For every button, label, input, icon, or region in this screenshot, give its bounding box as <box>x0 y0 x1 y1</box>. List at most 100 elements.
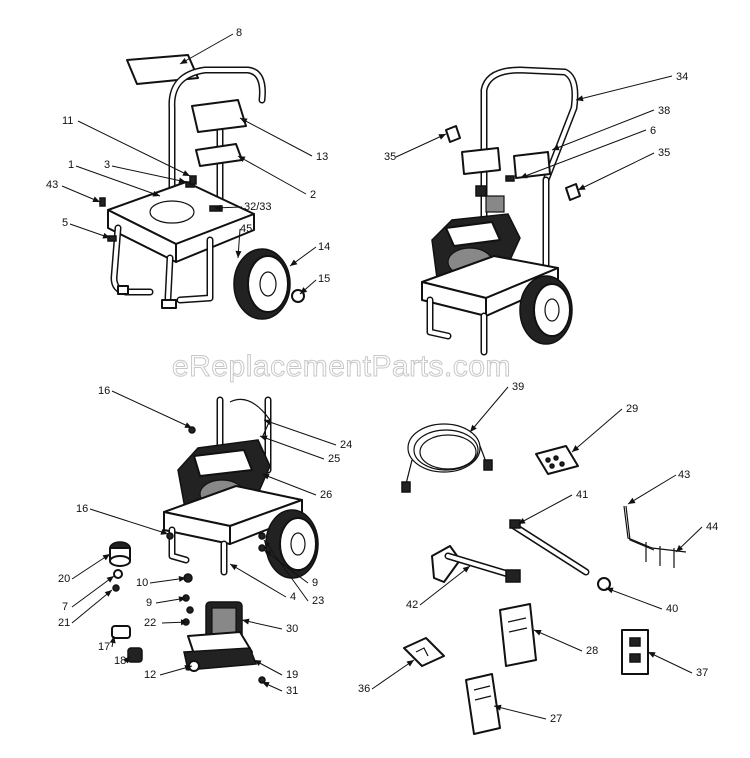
callout-c15: 15 <box>318 273 330 285</box>
callout-c19: 19 <box>286 669 298 681</box>
arrowhead-c1 <box>152 190 160 197</box>
callout-c27: 27 <box>550 713 562 725</box>
arrowhead-c40 <box>606 587 614 594</box>
callout-c24: 24 <box>340 439 352 451</box>
leader-line-c11 <box>77 120 191 177</box>
decal-13 <box>191 99 247 133</box>
arrowhead-c31 <box>262 682 270 688</box>
leader-lines <box>61 33 703 720</box>
arrowhead-c11 <box>182 170 190 176</box>
arrowhead-c3 <box>178 177 186 184</box>
arrowhead-c16b <box>160 529 168 535</box>
arrowhead-c13 <box>240 118 248 124</box>
leader-line-c27 <box>493 705 547 720</box>
arrowhead-c36 <box>406 660 414 667</box>
arrowhead-c7 <box>106 576 114 583</box>
leader-line-c24 <box>263 419 337 446</box>
leader-line-c13 <box>239 117 313 157</box>
callout-c9b: 9 <box>312 577 318 589</box>
callout-c16b: 16 <box>76 503 88 515</box>
leader-line-c21 <box>71 589 113 624</box>
callout-c41: 41 <box>576 489 588 501</box>
callout-c26: 26 <box>320 489 332 501</box>
pump-assembly <box>109 396 319 684</box>
callout-c38: 38 <box>658 105 670 117</box>
callout-c23: 23 <box>312 595 324 607</box>
callout-c36: 36 <box>358 683 370 695</box>
arrowhead-c41 <box>518 518 526 524</box>
callout-c3: 3 <box>104 159 110 171</box>
arrowhead-c26 <box>262 473 270 480</box>
arrowhead-c14 <box>290 259 298 266</box>
decal-36 <box>403 637 445 667</box>
leader-line-c40 <box>605 587 663 610</box>
leader-line-c7 <box>71 575 115 608</box>
arrowhead-c9b <box>264 550 272 557</box>
hose-39 <box>401 423 493 493</box>
leader-line-c38 <box>551 109 655 151</box>
callout-c35a: 35 <box>384 151 396 163</box>
knob-35-right <box>565 183 581 201</box>
arrowhead-c19 <box>254 660 262 666</box>
callout-c21: 21 <box>58 617 70 629</box>
callout-c11: 11 <box>62 115 73 127</box>
pump <box>183 601 258 672</box>
leader-line-c20 <box>71 553 111 580</box>
arrowhead-c2 <box>238 156 246 163</box>
arrowhead-c4 <box>230 564 238 571</box>
arrowhead-c39 <box>470 424 477 432</box>
callout-c12: 12 <box>144 669 156 681</box>
callout-c31: 31 <box>286 685 298 697</box>
arrowhead-c34 <box>576 95 584 102</box>
arrowhead-c43a <box>92 196 100 203</box>
leader-line-c2 <box>237 155 307 195</box>
arrowhead-c6 <box>520 172 528 179</box>
arrowhead-c35b <box>578 184 586 190</box>
arrowhead-c30 <box>242 618 250 625</box>
spray-gun-42 <box>431 545 521 583</box>
callout-c17: 17 <box>98 641 110 653</box>
arrowhead-c25 <box>260 435 268 442</box>
callout-c13: 13 <box>316 151 328 163</box>
callout-c43a: 43 <box>46 179 58 191</box>
arrowhead-c37 <box>648 652 656 658</box>
holder-44 <box>623 505 687 568</box>
callout-c9a: 9 <box>146 597 152 609</box>
callout-c42: 42 <box>406 599 418 611</box>
arrowhead-c29 <box>572 445 580 452</box>
leader-line-c1 <box>75 165 161 197</box>
decal-2 <box>195 143 243 167</box>
manual-27 <box>465 673 501 735</box>
accessories <box>401 423 687 735</box>
wheel-14 <box>233 248 291 320</box>
arrowhead-c3233 <box>214 204 222 211</box>
arrowhead-c23 <box>264 540 271 548</box>
callout-c5: 5 <box>62 217 68 229</box>
callout-c18: 18 <box>114 655 126 667</box>
arrowhead-c8 <box>180 57 188 64</box>
callout-c30: 30 <box>286 623 298 635</box>
arrowhead-c15 <box>300 287 308 294</box>
leader-line-c41 <box>517 494 573 525</box>
callout-c4: 4 <box>290 591 296 603</box>
leader-line-c6 <box>519 129 647 179</box>
arrowhead-c43b <box>628 497 636 504</box>
leader-line-c4 <box>229 563 287 598</box>
callout-c28: 28 <box>586 645 598 657</box>
callout-c6: 6 <box>650 125 656 137</box>
arrowhead-c18 <box>123 656 130 664</box>
arrowhead-c17 <box>109 636 116 644</box>
callout-c34: 34 <box>676 71 688 83</box>
leader-line-c16b <box>89 508 169 535</box>
leader-line-c39 <box>469 386 509 433</box>
leader-line-c29 <box>571 408 623 453</box>
leader-line-c3 <box>111 165 187 183</box>
arrowhead-c5 <box>102 232 110 239</box>
callout-c44: 44 <box>706 521 718 533</box>
frame-assembly <box>99 54 305 320</box>
leader-line-c43b <box>627 474 677 505</box>
arrowhead-c42 <box>462 566 470 573</box>
callout-c29: 29 <box>626 403 638 415</box>
callout-c7: 7 <box>62 601 68 613</box>
